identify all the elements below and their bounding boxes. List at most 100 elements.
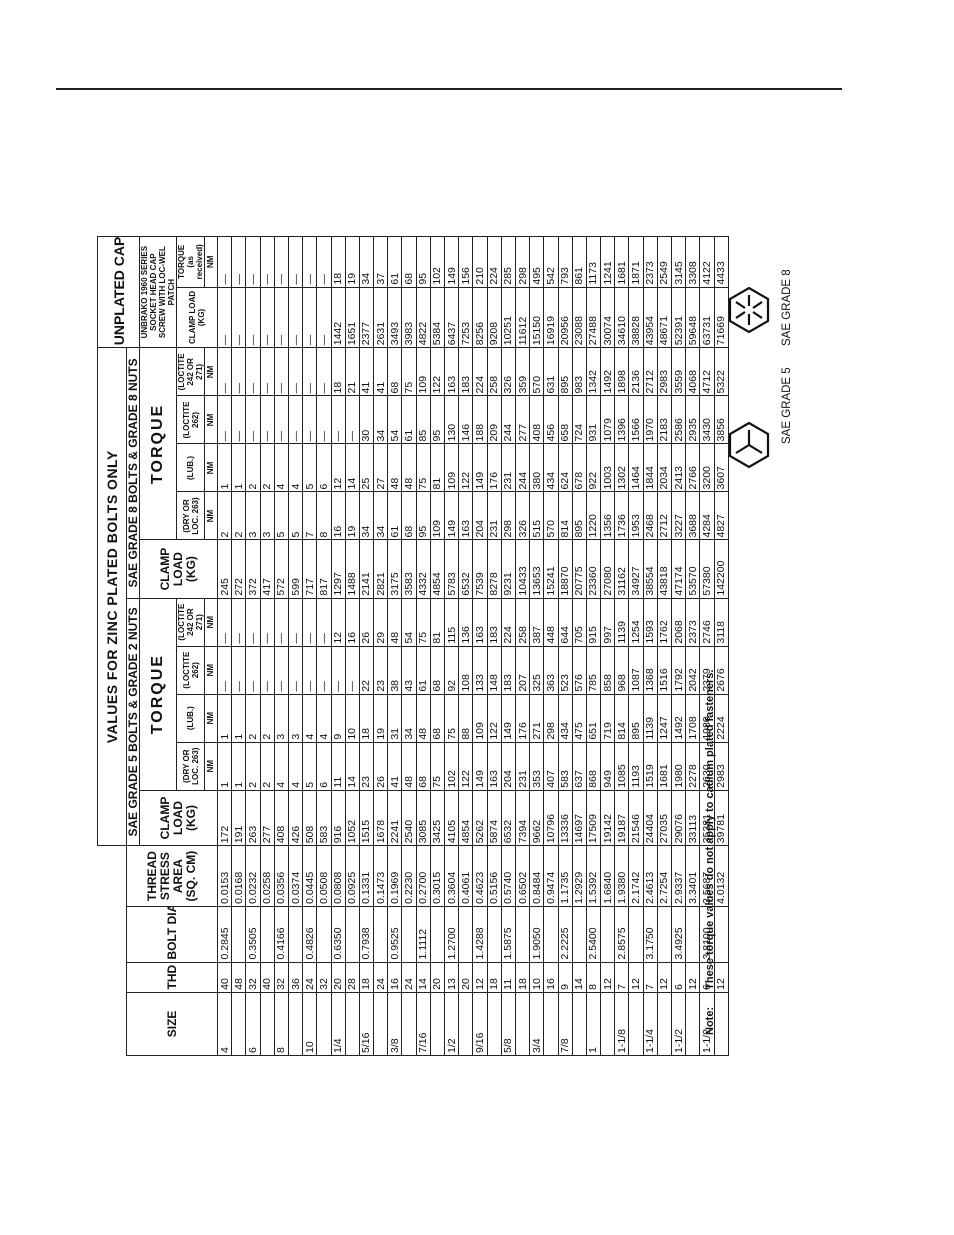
table-cell: 14 (345, 742, 360, 791)
table-cell: 508 (302, 790, 317, 846)
table-cell: 1254 (628, 598, 644, 647)
table-cell: 6 (245, 992, 261, 1056)
table-cell: 644 (558, 598, 573, 647)
table-cell: 27080 (600, 540, 615, 599)
table-cell: 8 (586, 962, 601, 993)
table-cell: 572 (274, 540, 289, 599)
table-cell: 18 (359, 962, 374, 993)
table-cell: 48 (231, 962, 246, 993)
table-cell: 1173 (586, 236, 601, 288)
table-cell: 6 (316, 443, 331, 492)
table-cell: 915 (586, 598, 601, 647)
table-cell (260, 992, 275, 1056)
table-cell: — (331, 646, 346, 695)
table-cell: 31162 (614, 540, 629, 599)
table-cell: 717 (302, 540, 317, 599)
top-rule (56, 88, 842, 90)
table-cell: — (316, 347, 331, 396)
table-cell: 475 (572, 694, 587, 743)
table-cell: 3559 (671, 347, 686, 396)
table-cell: 183 (458, 347, 473, 396)
table-cell (316, 906, 331, 963)
table-cell: — (274, 395, 289, 444)
table-cell: — (231, 598, 246, 647)
sae-grade8-bolt-icon (728, 286, 770, 334)
table-cell: 5 (274, 491, 289, 540)
table-cell: 15241 (543, 540, 558, 599)
table-cell: 37 (373, 236, 388, 288)
table-cell: 75 (430, 742, 445, 791)
table-cell: 0.3505 (245, 906, 261, 963)
table-cell: 12 (628, 962, 644, 993)
table-cell: 0.3015 (430, 845, 445, 907)
table-cell: 1247 (657, 694, 672, 743)
table-cell: 102 (444, 742, 459, 791)
table-cell: 149 (501, 694, 516, 743)
table-cell: 85 (416, 395, 431, 444)
table-cell: 1 (231, 443, 246, 492)
table-cell: 32 (316, 962, 331, 993)
table-cell (572, 906, 587, 963)
table-cell: 1003 (600, 443, 615, 492)
unit-nm: NM (204, 347, 218, 396)
table-cell: 92 (444, 646, 459, 695)
unit-nm: NM (204, 443, 218, 492)
table-cell: 705 (572, 598, 587, 647)
table-cell: 9 (558, 962, 573, 993)
table-cell: 5 (302, 742, 317, 791)
table-cell: — (260, 287, 275, 348)
table-cell: — (274, 598, 289, 647)
table-cell: 7/8 (558, 992, 573, 1056)
table-cell: 353 (529, 742, 544, 791)
table-cell: 2540 (401, 790, 417, 846)
table-cell (600, 992, 615, 1056)
table-cell: 61 (387, 491, 402, 540)
table-cell: 43 (401, 646, 417, 695)
table-cell: 3 (274, 694, 289, 743)
table-cell: 1.1112 (416, 906, 431, 963)
table-cell: 570 (529, 347, 544, 396)
table-cell: — (217, 347, 232, 396)
table-cell: 2141 (359, 540, 374, 599)
table-cell: 20956 (558, 287, 573, 348)
table-cell: 30 (359, 395, 374, 444)
table-cell: 12 (472, 962, 488, 993)
footnote: Note: These torque values do not apply t… (704, 670, 716, 1035)
table-cell: 7253 (458, 287, 473, 348)
table-cell: 2.5400 (586, 906, 601, 963)
table-cell: 2 (245, 443, 261, 492)
table-cell: 0.0925 (345, 845, 360, 907)
table-cell (260, 906, 275, 963)
table-cell (401, 992, 417, 1056)
col-g5-clamp-load: CLAMP LOAD (KG) (139, 790, 218, 846)
table-cell: 1085 (614, 742, 629, 791)
table-cell: 2136 (628, 347, 644, 396)
table-cell: 456 (543, 395, 558, 444)
table-cell: — (260, 598, 275, 647)
table-cell: 1708 (685, 694, 700, 743)
table-cell: 3118 (714, 598, 729, 647)
table-cell: 1844 (643, 443, 658, 492)
table-cell: 1079 (600, 395, 615, 444)
table-cell: 2373 (685, 598, 700, 647)
table-cell: 5/8 (501, 992, 516, 1056)
table-cell: 2.9337 (671, 845, 686, 907)
table-cell: 14697 (572, 790, 587, 846)
table-cell (515, 992, 530, 1056)
table-cell: 583 (316, 790, 331, 846)
table-cell: 68 (430, 694, 445, 743)
table-cell: 142200 (714, 540, 729, 599)
table-cell: 0.4166 (274, 906, 289, 963)
table-cell: 4105 (444, 790, 459, 846)
table-cell: 3308 (685, 236, 700, 288)
table-cell: 12 (685, 962, 700, 993)
table-cell: 4827 (714, 491, 729, 540)
table-cell: 13336 (558, 790, 573, 846)
table-cell: 10 (345, 694, 360, 743)
table-cell: — (231, 395, 246, 444)
